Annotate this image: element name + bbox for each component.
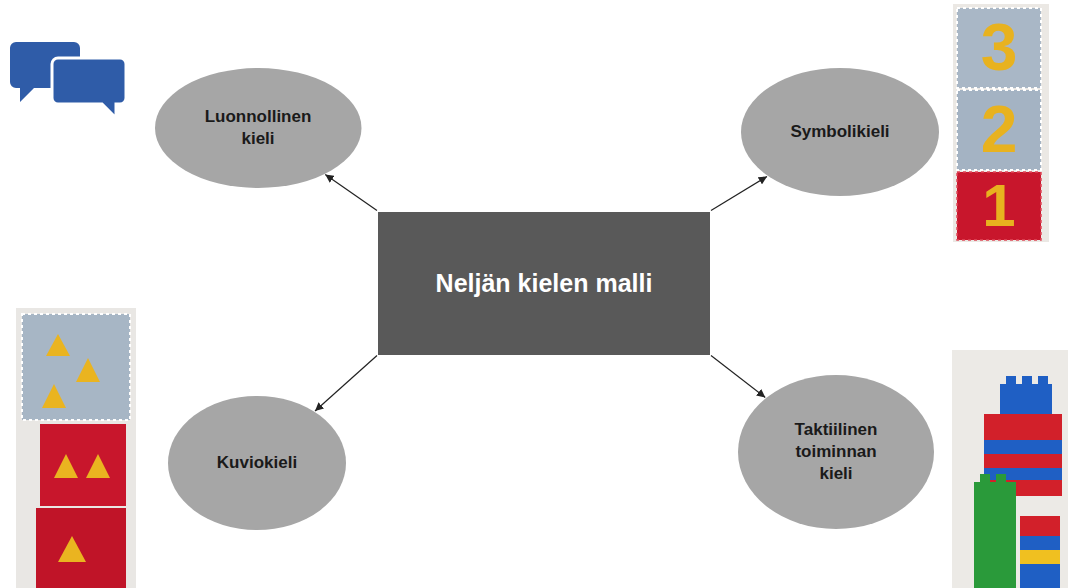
node-text: Luonnollinen kieli [193,106,323,150]
lego-photo [952,350,1068,588]
node-text: Neljän kielen malli [436,267,653,300]
block-number: 2 [957,96,1041,162]
language-ellipse: Taktiilinen toiminnan kieli [737,374,935,530]
pattern-blocks-photo [16,308,136,588]
arrow-connector [315,356,377,412]
ellipse-shape [154,67,363,189]
language-ellipse: Kuviokieli [167,395,347,531]
node-text: Taktiilinen toiminnan kieli [781,419,891,485]
language-ellipse: Luonnollinen kieli [154,67,363,189]
arrow-connector [325,175,377,211]
node-text: Kuviokieli [217,452,297,474]
block-number: 1 [957,176,1041,236]
arrow-connector [711,176,767,210]
number-blocks-photo [953,4,1049,242]
block-number: 3 [957,14,1041,80]
center-box: Neljän kielen malli [378,212,710,355]
node-text: Symbolikieli [790,121,889,143]
speech-icon [10,42,126,118]
arrow-connector [711,356,765,398]
language-ellipse: Symbolikieli [740,67,940,197]
